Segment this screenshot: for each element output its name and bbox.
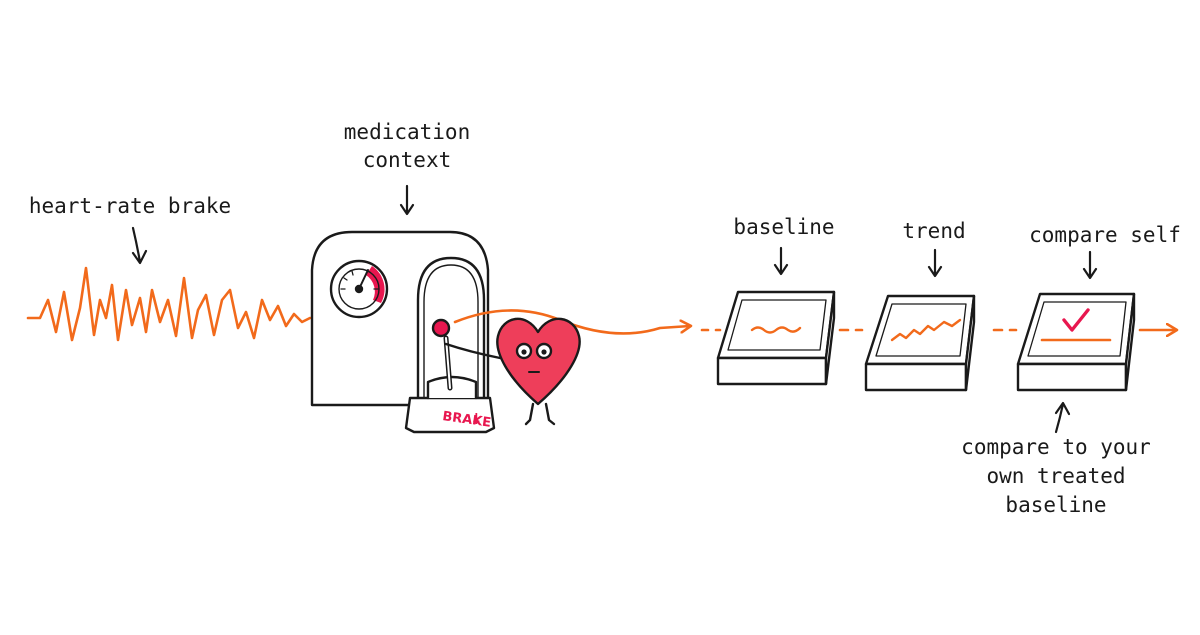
baseline-wave: [750, 326, 802, 334]
arrow-trend: [927, 248, 943, 278]
brake-machine-icon: [310, 230, 490, 407]
label-medication-context: medication context: [344, 118, 470, 174]
brake-sign-arrow: ↓: [470, 410, 483, 428]
baseline-box: [716, 290, 836, 386]
label-compare-note: compare to your own treated baseline: [961, 433, 1151, 520]
compare-self-box: [1016, 292, 1136, 392]
label-compare-note-line3: baseline: [1005, 493, 1107, 517]
arrow-heart-rate-brake: [131, 226, 148, 265]
trend-box: [864, 294, 976, 392]
label-compare-self: compare self: [1029, 223, 1181, 247]
heartbeat-waveform-icon: [26, 266, 312, 342]
arrow-baseline: [773, 246, 789, 276]
label-compare-note-line2: own treated: [986, 464, 1126, 488]
brake-lever-icon: [404, 318, 502, 434]
label-medication-line2: context: [362, 148, 452, 172]
label-medication-line1: medication: [343, 120, 471, 144]
label-heart-rate-brake: heart-rate brake: [28, 194, 232, 218]
label-trend: trend: [902, 219, 966, 243]
arrow-medication-context: [399, 184, 415, 216]
trend-wave: [890, 318, 962, 342]
label-arrows: [131, 184, 1098, 434]
arrow-compare-note: [1054, 401, 1071, 434]
checkmark-icon: [1062, 308, 1090, 332]
label-baseline: baseline: [733, 215, 835, 239]
arrow-compare-self: [1082, 250, 1098, 280]
heart-character-icon: [496, 317, 581, 426]
label-compare-note-line1: compare to your: [961, 435, 1151, 459]
brake-sign-text: BRAKE: [441, 409, 492, 431]
